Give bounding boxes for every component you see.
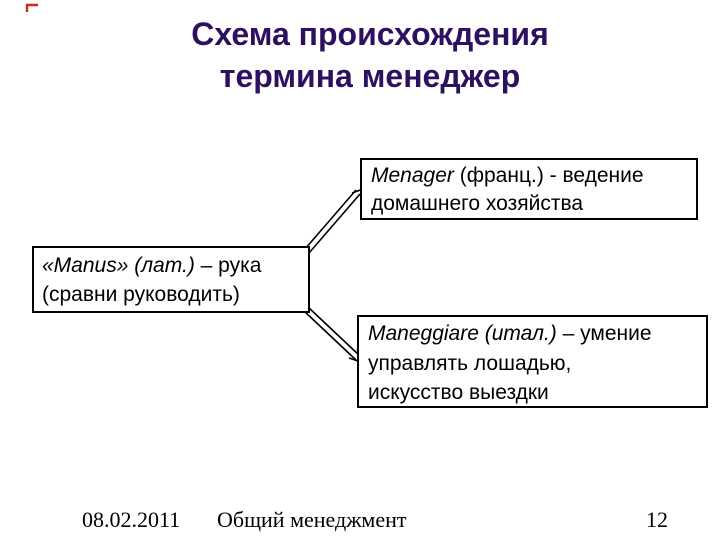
box-manus: «Manus» (лат.) – рука (сравни руководить… [32, 246, 310, 313]
arrow-to-maneggiare [303, 306, 366, 365]
box-menager-term: Menager [371, 164, 454, 187]
slide-title-line-2: термина менеджер [219, 58, 521, 94]
footer-course-title: Общий менеджмент [217, 507, 407, 532]
box-menager-line-1: Menager (франц.) - ведение [371, 162, 687, 190]
slide-title: Схема происхождения термина менеджер [20, 13, 720, 97]
red-corner-mark [25, 3, 38, 12]
box-manus-line-2: (сравни руководить) [42, 283, 240, 306]
box-menager: Menager (франц.) - ведение домашнего хоз… [360, 158, 698, 220]
arrow-to-menager [304, 186, 368, 254]
box-maneggiare-term: Maneggiare (итал.) [368, 322, 557, 345]
box-maneggiare-line-2: управлять лошадью, [368, 351, 572, 375]
box-menager-after: (франц.) - ведение [453, 164, 644, 187]
box-manus-after: – рука [194, 254, 262, 277]
box-manus-term: «Manus» (лат.) [42, 254, 195, 277]
slide-title-line-1: Схема происхождения [191, 16, 549, 52]
box-maneggiare-line-1: Maneggiare (итал.) – умение [368, 319, 697, 349]
box-menager-line-2: домашнего хозяйства [371, 192, 584, 215]
footer-date: 08.02.2011 [82, 507, 181, 532]
box-manus-line-1: «Manus» (лат.) – рука [42, 251, 300, 280]
box-maneggiare: Maneggiare (итал.) – умение управлять ло… [357, 315, 708, 408]
box-maneggiare-line-3: искусство выездки [368, 381, 549, 404]
footer-page-number: 12 [646, 507, 668, 532]
box-maneggiare-after: – умение [556, 322, 652, 345]
